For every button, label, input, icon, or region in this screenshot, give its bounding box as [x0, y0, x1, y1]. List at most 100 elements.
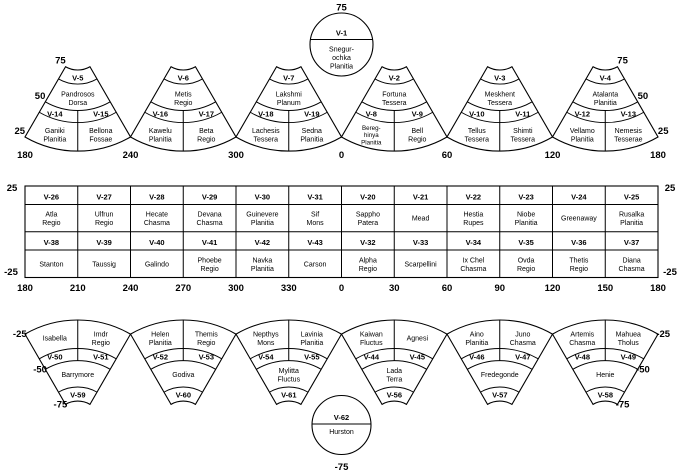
quad-id: V-44 — [364, 353, 380, 362]
quad-id: V-41 — [202, 238, 217, 247]
quad-name: Tellus — [468, 128, 486, 135]
quad-name: Carson — [304, 262, 327, 269]
quad-name: Nepthys — [253, 331, 279, 338]
quad-id: V-46 — [469, 353, 484, 362]
longitude-label: 0 — [339, 283, 344, 294]
quad-name: Ovda — [518, 257, 535, 264]
quad-name: Planitia — [515, 220, 538, 227]
longitude-label: 330 — [281, 283, 297, 294]
fan-outline — [235, 65, 343, 152]
quad-name: Mahuea — [616, 331, 641, 338]
quad-id: V-33 — [413, 238, 428, 247]
latitude-label: 25 — [7, 183, 18, 194]
quad-name: Sedna — [302, 128, 322, 135]
quad-name: Dorsa — [68, 100, 87, 107]
latitude-50-arc — [467, 360, 533, 370]
latitude-50-arc — [467, 101, 533, 111]
quad-name: Planitia — [594, 100, 617, 107]
quad-name: Terra — [386, 376, 402, 383]
quad-id: V-38 — [44, 238, 59, 247]
quad-name: Godiva — [172, 372, 194, 379]
quad-name: Bellona — [89, 128, 112, 135]
quad-name: Fossae — [89, 136, 112, 143]
quad-name: Hestia — [463, 211, 483, 218]
quad-name: Planitia — [361, 139, 382, 146]
quad-name: Planitia — [465, 340, 488, 347]
quad-name: Fluctus — [360, 340, 383, 347]
latitude-50-arc — [361, 360, 427, 370]
quad-id: V-45 — [410, 353, 425, 362]
quad-name: Snegur- — [329, 47, 355, 54]
quad-name: Rusalka — [619, 211, 644, 218]
quad-name: Planitia — [251, 220, 274, 227]
quad-id: V-3 — [494, 74, 505, 83]
quad-id: V-58 — [598, 391, 613, 400]
latitude-label: 50 — [638, 91, 649, 102]
latitude-label: -75 — [616, 399, 630, 410]
longitude-label: 30 — [389, 283, 400, 294]
quad-name: Tessera — [382, 100, 407, 107]
quad-name: Guinevere — [246, 211, 278, 218]
latitude-50-arc — [150, 101, 216, 111]
quad-id: V-13 — [621, 110, 636, 119]
quad-name: Planitia — [620, 220, 643, 227]
quad-id: V-19 — [304, 110, 319, 119]
quad-name: Devana — [198, 211, 222, 218]
quad-name: Helen — [151, 331, 169, 338]
id-name-rule-arc — [355, 348, 433, 360]
quad-id: V-59 — [70, 391, 85, 400]
quad-name: Mons — [257, 340, 275, 347]
quad-name: Hurston — [329, 429, 354, 436]
equatorial-band: V-26AtlaRegioV-27UlfrunRegioV-28HecateCh… — [24, 185, 659, 279]
id-name-rule-arc — [144, 111, 222, 124]
quad-id: V-51 — [93, 353, 108, 362]
latitude-label: 25 — [658, 126, 669, 137]
quad-id: V-16 — [153, 110, 168, 119]
quad-name: Juno — [515, 331, 530, 338]
quad-id: V-47 — [515, 353, 530, 362]
quad-name: Kawelu — [149, 128, 172, 135]
latitude-label: 75 — [617, 56, 628, 67]
fan-outline — [24, 319, 132, 406]
quad-id: V-12 — [575, 110, 590, 119]
quad-name: Greenaway — [561, 216, 597, 223]
south-fan-V-57: AinoPlanitiaV-46JunoChasmaV-47Fredegonde… — [446, 319, 554, 406]
north-fan-V-5: V-5PandrososDorsaV-14GanikiPlanitiaV-15B… — [24, 65, 132, 152]
quad-id: V-25 — [624, 193, 639, 202]
latitude-label: -50 — [636, 364, 650, 375]
quad-id: V-62 — [334, 413, 349, 422]
quad-name: Regio — [197, 136, 215, 143]
quad-id: V-43 — [307, 238, 322, 247]
longitude-label: 180 — [17, 150, 33, 161]
quad-id: V-17 — [199, 110, 214, 119]
latitude-50-arc — [256, 101, 322, 111]
longitude-label: 120 — [545, 150, 561, 161]
id-name-rule-arc — [585, 78, 625, 85]
quad-name: Meskhent — [485, 91, 515, 98]
quad-name: Atla — [45, 211, 57, 218]
latitude-label: 75 — [55, 56, 66, 67]
quad-name: Planitia — [300, 340, 323, 347]
quad-name: Planitia — [571, 136, 594, 143]
south-fan-V-60: HelenPlanitiaV-52ThemisRegioV-53GodivaV-… — [129, 319, 237, 406]
quad-name: Sappho — [356, 211, 380, 218]
id-name-rule-arc — [374, 78, 414, 85]
quad-name: Hecate — [146, 211, 168, 218]
quad-name: Beta — [199, 128, 214, 135]
quad-name: Alpha — [359, 257, 377, 264]
latitude-label: 50 — [35, 91, 46, 102]
quad-name: Regio — [42, 220, 60, 227]
quad-name: Planitia — [43, 136, 66, 143]
